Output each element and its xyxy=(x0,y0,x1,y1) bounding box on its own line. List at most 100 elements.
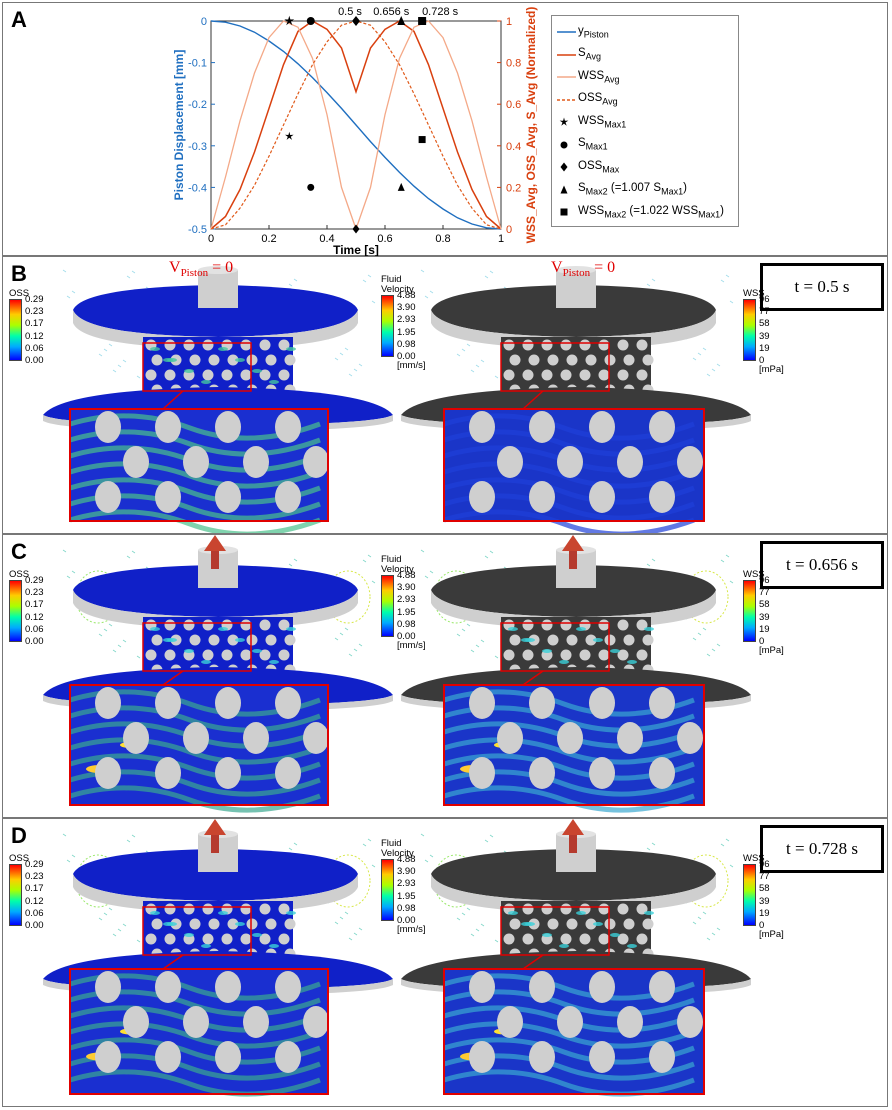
zoom-pore xyxy=(677,722,703,754)
stress-patch xyxy=(235,358,245,362)
stress-patch xyxy=(644,627,654,631)
zoom-pore xyxy=(123,1006,149,1038)
zoom-pore xyxy=(275,687,301,719)
marker-wss-max2-top xyxy=(418,17,427,25)
velocity-vector xyxy=(489,270,494,274)
zoom-connector xyxy=(162,954,184,970)
pore xyxy=(623,918,635,930)
x-tick-label: 0.6 xyxy=(377,233,392,245)
velocity-vector xyxy=(293,842,298,846)
zoom-pore xyxy=(275,411,301,443)
marker-s-max1-bottom xyxy=(307,183,315,191)
zoom-pores xyxy=(95,687,329,789)
colorbar-gradient xyxy=(743,580,756,642)
velocity-vector xyxy=(697,632,702,636)
pore xyxy=(183,903,195,915)
velocity-vector xyxy=(334,637,339,641)
marker-s-max2-bottom xyxy=(397,182,405,191)
velocity-vector xyxy=(706,373,711,377)
colorbar-tick: 58 xyxy=(759,318,770,330)
velocity-vector xyxy=(136,655,141,659)
pore xyxy=(227,354,239,366)
panel-label: A xyxy=(11,7,27,32)
legend-entry: OSSAvg xyxy=(556,90,618,110)
pore xyxy=(164,649,176,661)
pore xyxy=(522,649,534,661)
colorbar-tick: 3.90 xyxy=(397,302,416,314)
arrow-head xyxy=(204,819,226,835)
velocity-vector xyxy=(348,653,353,657)
colorbar-tick: 0.06 xyxy=(25,342,44,354)
stress-patch xyxy=(286,911,296,915)
lift-arrow xyxy=(562,819,584,853)
pore xyxy=(642,918,654,930)
stress-patch xyxy=(521,638,531,642)
pore xyxy=(278,619,290,631)
lift-arrow xyxy=(204,819,226,853)
pore xyxy=(636,649,648,661)
pore xyxy=(522,619,534,631)
colorbar-gradient xyxy=(381,295,394,357)
zoom-pore xyxy=(303,1006,329,1038)
pore xyxy=(259,903,271,915)
velocity-vector xyxy=(702,347,707,351)
zoom-region xyxy=(500,342,610,392)
stress-patch xyxy=(542,933,552,937)
zoom-inset xyxy=(69,408,329,533)
y-left-tick-label: -0.2 xyxy=(188,99,207,111)
pore xyxy=(528,354,540,366)
x-tick-label: 0.4 xyxy=(319,233,334,245)
zoom-pore xyxy=(303,446,329,478)
pore xyxy=(560,369,572,381)
velocity-vector xyxy=(456,917,461,921)
colorbar-title: WSS xyxy=(743,288,765,299)
colorbar-tick: 0.00 xyxy=(397,631,416,642)
pore xyxy=(145,933,157,945)
colorbar-tick: 0.00 xyxy=(397,351,416,362)
pore xyxy=(259,649,271,661)
colorbar-tick: 0.06 xyxy=(25,623,44,635)
zoom-pore xyxy=(215,687,241,719)
legend-entry: SMax1 xyxy=(556,135,608,155)
stress-patch xyxy=(593,638,603,642)
marker-wss-max1-top xyxy=(284,15,295,26)
stress-patch xyxy=(269,660,279,664)
zoom-pore xyxy=(155,757,181,789)
velocity-vector xyxy=(725,274,730,278)
legend-marker xyxy=(560,141,568,148)
pore xyxy=(265,354,277,366)
velocity-vector xyxy=(108,343,113,347)
pore xyxy=(623,634,635,646)
stress-patch xyxy=(593,922,603,926)
colorbar-gradient xyxy=(743,299,756,361)
stress-patch xyxy=(184,933,194,937)
zoom-connector xyxy=(522,670,544,686)
colorbar-gradient xyxy=(9,580,22,642)
stress-patch xyxy=(644,911,654,915)
velocity-vector xyxy=(98,633,103,637)
velocity-vector xyxy=(112,649,117,653)
colorbar-tick: 2.93 xyxy=(397,594,416,606)
pore xyxy=(547,634,559,646)
velocity-vector xyxy=(424,295,429,299)
velocity-vector xyxy=(729,300,734,304)
velocity-vector xyxy=(62,549,67,553)
marker-wss-max1-bottom xyxy=(285,131,294,140)
pore xyxy=(246,354,258,366)
colorbar-tick: 0.17 xyxy=(25,883,44,895)
colorbar-tick: 2.93 xyxy=(397,878,416,890)
velocity-vector xyxy=(126,275,131,279)
stress-patch xyxy=(235,638,245,642)
pore xyxy=(145,369,157,381)
zoom-pore xyxy=(497,1006,523,1038)
x-tick-label: 0.2 xyxy=(261,233,276,245)
zoom-pore xyxy=(243,446,269,478)
colorbar-tick: 0.23 xyxy=(25,587,44,599)
stress-highlights xyxy=(508,911,654,948)
pore xyxy=(240,339,252,351)
velocity-vector xyxy=(716,927,721,931)
pore xyxy=(246,634,258,646)
